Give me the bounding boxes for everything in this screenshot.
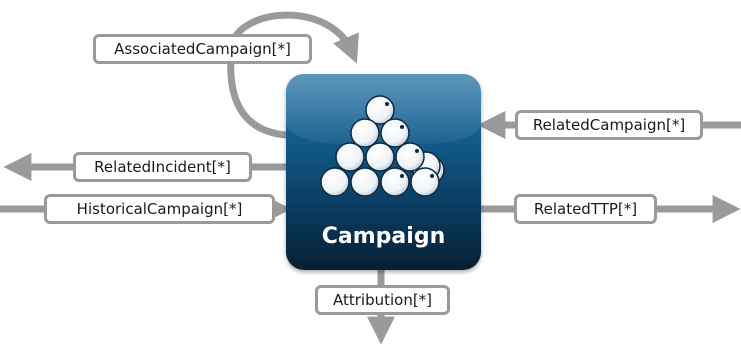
campaign-node[interactable]: Campaign: [286, 74, 481, 270]
historical-campaign-label: HistoricalCampaign[*]: [44, 194, 275, 224]
attribution-label: Attribution[*]: [315, 285, 450, 315]
associated-campaign-label: AssociatedCampaign[*]: [93, 34, 312, 64]
related-campaign-label: RelatedCampaign[*]: [515, 110, 703, 140]
related-incident-label: RelatedIncident[*]: [73, 152, 252, 182]
node-title: Campaign: [321, 224, 446, 249]
related-ttp-label: RelatedTTP[*]: [514, 194, 657, 224]
stacked-balls-icon: [320, 95, 445, 197]
